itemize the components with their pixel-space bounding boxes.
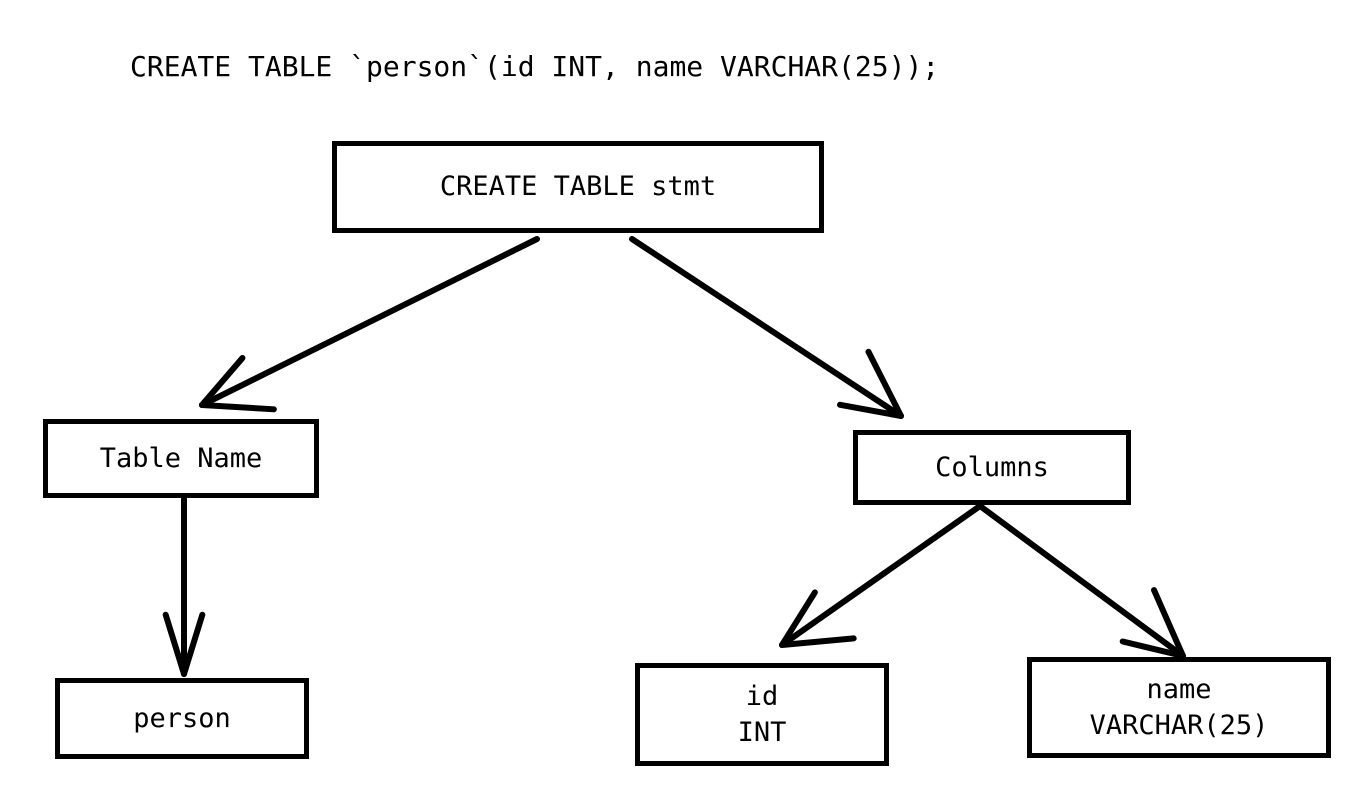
node-person[interactable]: person xyxy=(55,678,309,759)
node-label-line-2: INT xyxy=(737,716,787,748)
arrowhead-barb-1 xyxy=(865,348,904,419)
node-column-id[interactable]: id INT xyxy=(635,663,889,766)
arrowhead-barb-2 xyxy=(162,611,187,677)
node-table-name[interactable]: Table Name xyxy=(43,419,319,498)
node-columns[interactable]: Columns xyxy=(853,430,1131,505)
node-label-line-1: id xyxy=(745,680,779,712)
node-label-line: CREATE TABLE stmt xyxy=(439,171,717,202)
node-column-name[interactable]: name VARCHAR(25) xyxy=(1027,657,1331,758)
node-label-line-1: name xyxy=(1146,673,1212,705)
arrowhead-barb-2 xyxy=(837,401,904,419)
edge-shaft xyxy=(779,503,983,648)
node-label-line: Table Name xyxy=(99,442,263,474)
arrowhead-barb-1 xyxy=(199,402,277,413)
arrowhead-barb-1 xyxy=(1151,587,1186,659)
arrowhead-barb-1 xyxy=(181,611,206,677)
edge-shaft xyxy=(629,236,904,419)
node-label-line: person xyxy=(133,702,231,734)
arrowhead-barb-2 xyxy=(779,589,818,648)
arrowhead-barb-2 xyxy=(199,355,246,408)
edge-shaft xyxy=(199,236,540,408)
node-label-line: Columns xyxy=(935,451,1049,483)
arrowhead-barb-2 xyxy=(1119,638,1186,659)
node-label-line-2: VARCHAR(25) xyxy=(1089,709,1269,741)
node-create-table-stmt[interactable]: CREATE TABLE stmt xyxy=(332,141,824,233)
edge-shaft xyxy=(977,503,1186,659)
arrowhead-barb-1 xyxy=(779,635,857,648)
sql-statement-caption: CREATE TABLE `person`(id INT, name VARCH… xyxy=(130,50,940,83)
